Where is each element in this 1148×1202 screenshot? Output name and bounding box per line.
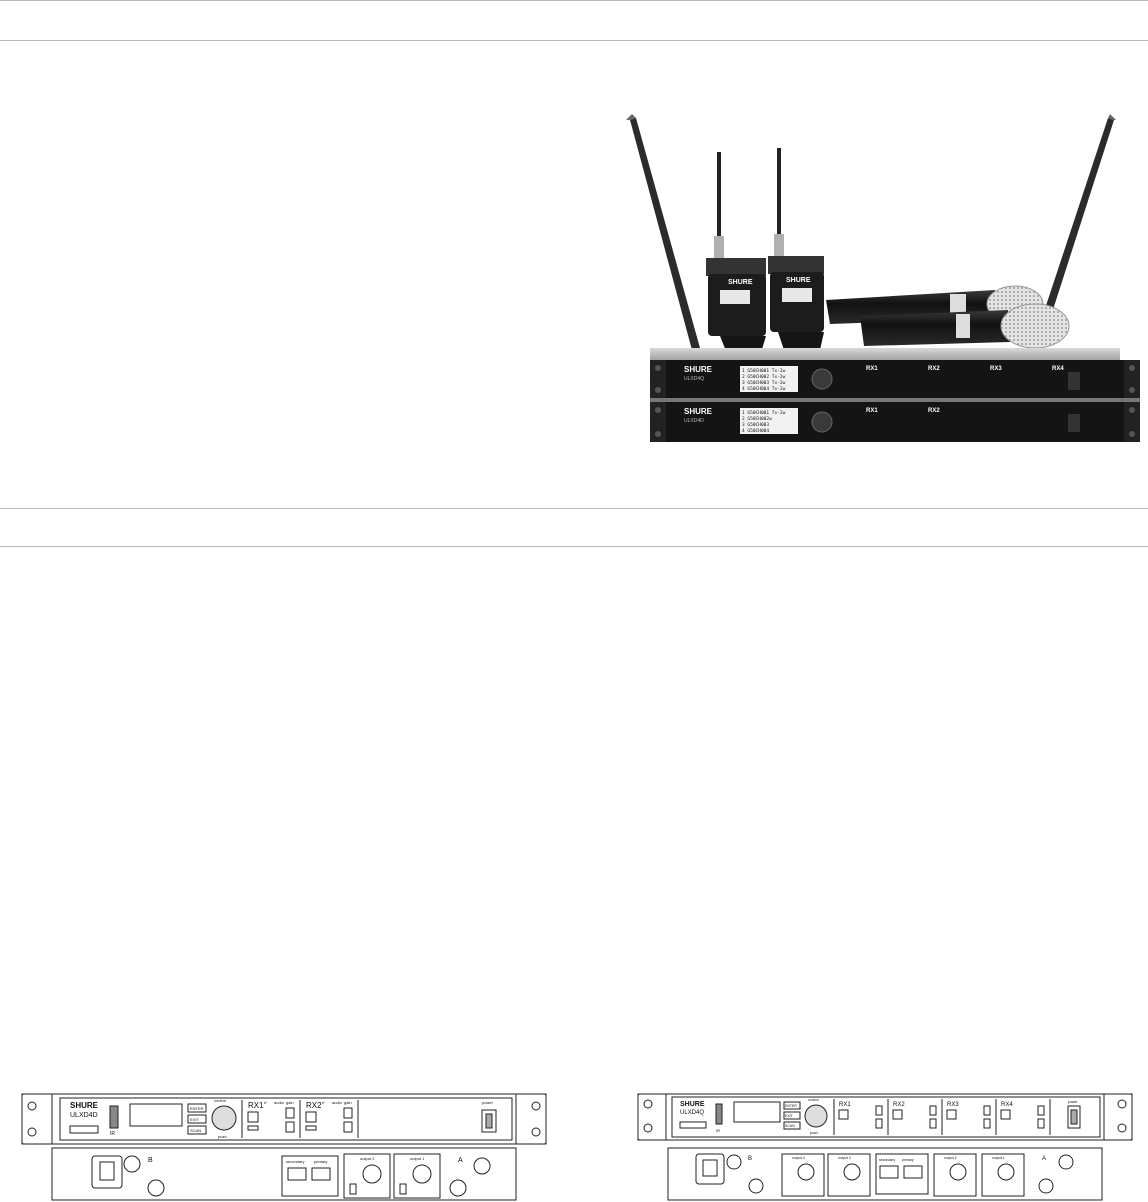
handheld-mic-front [860,303,1070,349]
receiver-bottom-lcd-3: 3 G50CH003 [742,422,769,428]
right-rear-output4: output 4 [792,1156,805,1160]
right-rear-panel: B output 4 output 3 secondary primary ou… [667,1147,1103,1201]
right-knob-top-label: control [808,1098,819,1102]
receiver-bottom-ch2: RX2 [928,408,940,414]
left-front-ir: IR [110,1131,115,1137]
mid-rule-1 [0,508,1148,509]
right-rear-output3: output 3 [838,1156,851,1160]
right-ch2: RX2 [893,1102,905,1108]
left-ch1-rf: rf [264,1100,267,1105]
right-front-model: ULXD4Q [680,1110,704,1116]
receiver-top-ch1: RX1 [866,366,878,372]
left-ch2-gain: gain [344,1100,352,1105]
left-rear-primary: primary [314,1159,327,1164]
right-front-brand: SHURE [680,1101,705,1108]
drawing-left: SHURE ULXD4D IR ENTER EXIT SCAN control … [20,1092,550,1202]
left-knob-top-label: control [214,1098,226,1103]
bodypack-1-brand: SHURE [728,279,753,286]
bodypack-2: SHURE [768,148,824,350]
receiver-bottom-model: ULXD4D [684,418,704,424]
mid-rule-2 [0,546,1148,547]
left-ch2: RX2 [306,1101,322,1110]
left-btn-enter: ENTER [190,1106,204,1111]
right-rear-b: B [748,1156,752,1162]
antenna-left [626,114,700,350]
receiver-top-lcd-1: 1 G50CH001 Tx-2w [742,368,786,374]
right-rear-secondary: secondary [879,1158,895,1162]
right-ch1: RX1 [839,1102,851,1108]
left-front-panel: SHURE ULXD4D IR ENTER EXIT SCAN control … [21,1093,547,1145]
right-btn-exit: EXIT [785,1114,794,1118]
top-rule-2 [0,40,1148,41]
left-ch1: RX1 [248,1101,264,1110]
antenna-right [1032,114,1116,350]
right-knob-bottom-label: push [810,1131,818,1135]
right-rear-a: A [1042,1156,1046,1162]
receiver-bottom: SHURE ULXD4D 1 G50CH001 Tx-2w 2 G50CH002… [650,398,1140,442]
left-ch2-rf: rf [322,1100,325,1105]
left-btn-scan: SCAN [190,1128,201,1133]
left-rear-secondary: secondary [286,1159,304,1164]
receiver-bottom-ch1: RX1 [866,408,878,414]
receiver-top-lcd-3: 3 G50CH003 Tx-2w [742,380,786,386]
right-btn-enter: ENTER [785,1104,797,1108]
left-rear-output2: output 2 [360,1156,375,1161]
receiver-top-lcd-4: 4 G50CH004 Tx-2w [742,386,786,392]
left-ch1-audio: audio [274,1100,285,1105]
left-power-label: power [482,1100,494,1105]
right-rear-output1: output 1 [992,1156,1005,1160]
receiver-bottom-brand: SHURE [684,407,713,416]
product-photo: SHURE SHURE SHURE ULXD4Q 1 G50CH001 Tx-2… [620,110,1140,455]
right-rear-primary: primary [902,1158,914,1162]
right-front-panel: SHURE ULXD4Q IR ENTER EXIT SCAN control … [637,1093,1133,1141]
left-front-model: ULXD4D [70,1112,98,1119]
left-rear-b: B [148,1157,153,1164]
left-rear-panel: B secondary primary output 2 output 1 A [51,1147,517,1201]
receiver-top-ch2: RX2 [928,366,940,372]
receiver-top-ch4: RX4 [1052,366,1064,372]
left-rear-a: A [458,1157,463,1164]
left-knob-bottom-label: push [218,1134,227,1139]
right-power-label: power [1068,1100,1078,1104]
drawing-right: SHURE ULXD4Q IR ENTER EXIT SCAN control … [636,1092,1136,1202]
receiver-bottom-lcd-2: 2 G50CH002w [742,416,772,422]
bodypack-1: SHURE [706,152,766,356]
drawing-left-svg: SHURE ULXD4D IR ENTER EXIT SCAN control … [21,1093,547,1201]
top-rule-1 [0,0,1148,1]
left-ch1-gain: gain [286,1100,294,1105]
left-btn-exit: EXIT [190,1117,199,1122]
receiver-bottom-lcd-4: 4 G50CH004 [742,428,769,434]
product-photo-svg: SHURE SHURE SHURE ULXD4Q 1 G50CH001 Tx-2… [626,114,1140,442]
right-btn-scan: SCAN [785,1124,795,1128]
right-ch4: RX4 [1001,1102,1013,1108]
receiver-bottom-lcd-1: 1 G50CH001 Tx-2w [742,410,786,416]
receiver-top-brand: SHURE [684,365,713,374]
right-ch3: RX3 [947,1102,959,1108]
left-front-brand: SHURE [70,1101,99,1110]
receiver-top-model: ULXD4Q [684,376,704,382]
receiver-top-ch3: RX3 [990,366,1002,372]
right-front-ir: IR [716,1128,720,1133]
right-rear-output2: output 2 [944,1156,957,1160]
bodypack-2-brand: SHURE [786,277,811,284]
receiver-top: SHURE ULXD4Q 1 G50CH001 Tx-2w 2 G50CH002… [650,348,1140,398]
drawing-right-svg: SHURE ULXD4Q IR ENTER EXIT SCAN control … [637,1093,1133,1201]
receiver-top-lcd-2: 2 G50CH002 Tx-2w [742,374,786,380]
left-ch2-audio: audio [332,1100,343,1105]
left-rear-output1: output 1 [410,1156,425,1161]
